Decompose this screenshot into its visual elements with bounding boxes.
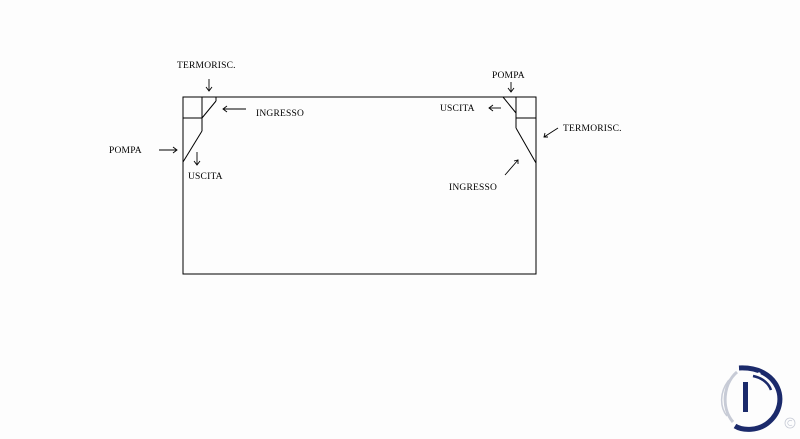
right-pompa-arrow <box>507 82 515 93</box>
left-termorisc-label: TERMORISC. <box>177 61 236 71</box>
right-ingresso-arrow <box>504 159 519 176</box>
left-uscita-label: USCITA <box>188 172 223 182</box>
right-pompa-label: POMPA <box>492 71 525 81</box>
right-uscita-label: USCITA <box>440 104 475 114</box>
right-termorisc-arrow <box>543 127 559 138</box>
fish-logo-icon <box>720 365 783 432</box>
right-uscita-arrow <box>488 104 501 112</box>
left-uscita-arrow <box>193 152 201 166</box>
left-termorisc-arrow <box>205 79 213 92</box>
left-ingresso-arrow <box>222 105 246 113</box>
copyright-icon <box>784 417 796 429</box>
left-pompa-arrow <box>159 146 178 154</box>
tank-outline <box>182 96 537 275</box>
left-ingresso-label: INGRESSO <box>256 109 304 119</box>
right-filter-compartment <box>502 96 537 164</box>
left-filter-compartment <box>182 97 217 163</box>
left-pompa-label: POMPA <box>109 146 142 156</box>
right-ingresso-label: INGRESSO <box>449 183 497 193</box>
right-termorisc-label: TERMORISC. <box>563 124 622 134</box>
